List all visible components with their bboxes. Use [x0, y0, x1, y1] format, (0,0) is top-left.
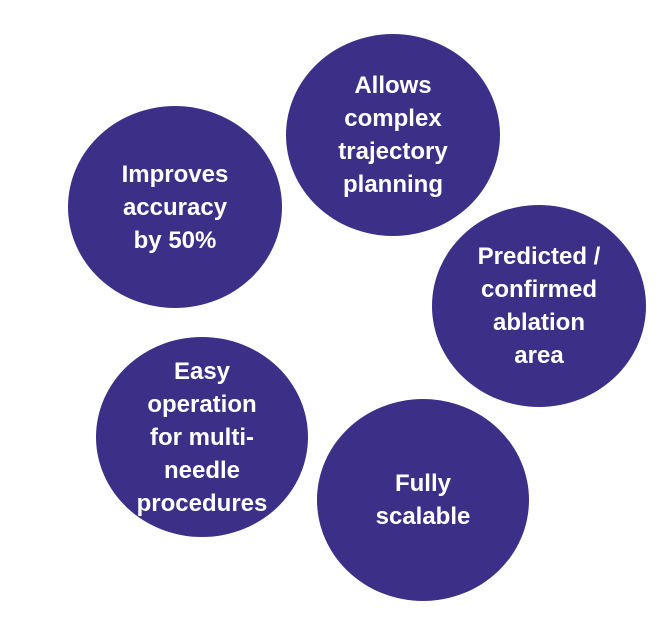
- benefit-circle-scalable: Fully scalable: [317, 399, 529, 601]
- benefit-circle-trajectory: Allows complex trajectory planning: [286, 34, 500, 236]
- benefit-label-scalable: Fully scalable: [375, 470, 471, 530]
- benefit-circle-accuracy: Improves accuracy by 50%: [68, 106, 282, 308]
- benefit-label-trajectory: Allows complex trajectory planning: [338, 72, 448, 198]
- benefit-label-ablation: Predicted / confirmed ablation area: [477, 243, 601, 369]
- benefit-circle-ablation: Predicted / confirmed ablation area: [432, 205, 646, 407]
- benefit-label-easy-operation: Easy operation for multi- needle procedu…: [136, 357, 268, 517]
- benefit-circle-easy-operation: Easy operation for multi- needle procedu…: [96, 337, 308, 537]
- benefit-label-accuracy: Improves accuracy by 50%: [121, 160, 229, 254]
